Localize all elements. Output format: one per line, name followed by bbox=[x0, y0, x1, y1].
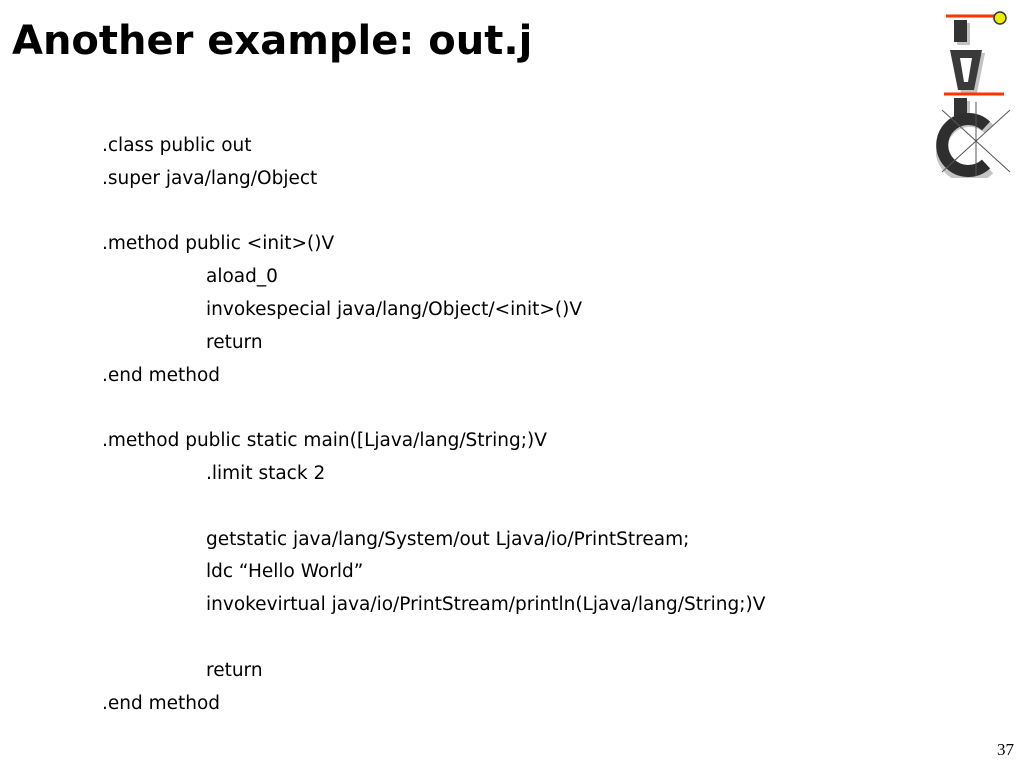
code-line: .end method bbox=[102, 364, 221, 386]
code-line: .method public <init>()V bbox=[102, 233, 335, 255]
blank-line bbox=[102, 622, 765, 655]
blank-line bbox=[102, 196, 765, 229]
blank-line bbox=[102, 392, 765, 425]
code-listing: .class public out .super java/lang/Object… bbox=[102, 130, 765, 720]
blank-line bbox=[102, 491, 765, 524]
code-line: invokevirtual java/io/PrintStream/printl… bbox=[206, 594, 766, 616]
code-line: ldc “Hello World” bbox=[206, 561, 364, 583]
page-number: 37 bbox=[997, 740, 1014, 759]
code-line: .super java/lang/Object bbox=[102, 167, 318, 189]
code-line: return bbox=[206, 331, 263, 353]
code-line: return bbox=[206, 659, 263, 681]
code-line: .method public static main([Ljava/lang/S… bbox=[102, 430, 547, 452]
code-line: .limit stack 2 bbox=[206, 462, 326, 484]
code-line: aload_0 bbox=[206, 266, 278, 288]
iaic-logo bbox=[936, 11, 1011, 178]
code-line: .end method bbox=[102, 692, 221, 714]
code-line: invokespecial java/lang/Object/<init>()V bbox=[206, 298, 583, 320]
slide-title: Another example: out.j bbox=[12, 18, 533, 64]
code-line: getstatic java/lang/System/out Ljava/io/… bbox=[206, 528, 690, 550]
code-line: .class public out bbox=[102, 135, 252, 156]
